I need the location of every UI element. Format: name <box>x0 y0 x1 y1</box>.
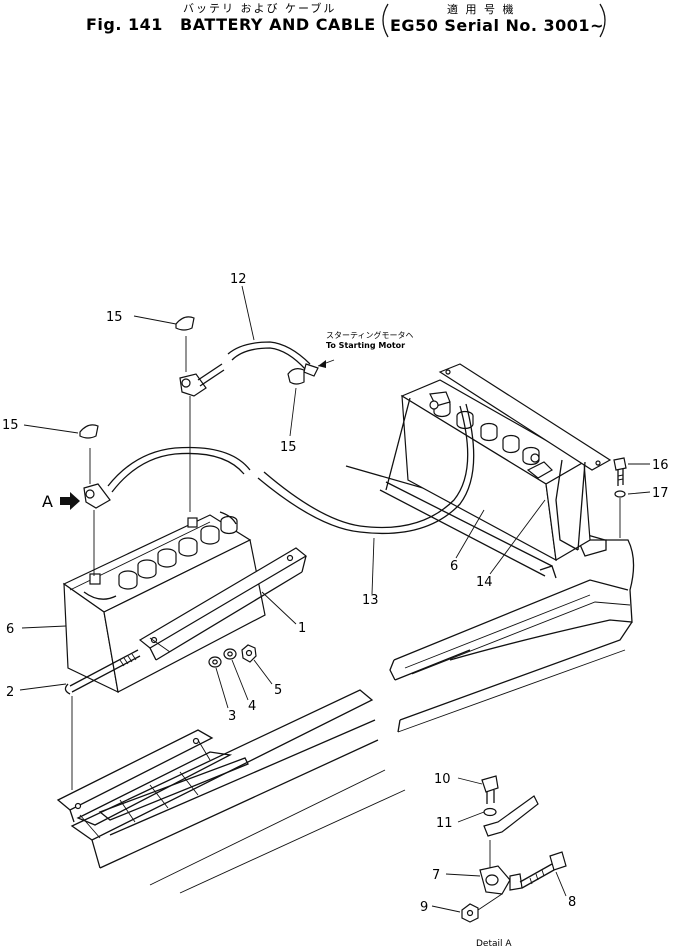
callout-3: 3 <box>228 709 236 724</box>
starting-motor-note: スターティングモータヘ To Starting Motor <box>326 330 414 350</box>
detail-a-marker: A <box>42 492 53 511</box>
applicable-models-jp: 適 用 号 機 <box>447 2 516 16</box>
callout-8: 8 <box>568 895 576 910</box>
callout-9: 9 <box>420 900 428 915</box>
part-callouts: 1 2 3 4 5 6 6 7 8 9 10 11 12 13 14 15 15… <box>2 272 669 915</box>
figure-label: Fig. 141 <box>86 15 163 34</box>
callout-5: 5 <box>274 683 282 698</box>
left-paren <box>382 3 389 38</box>
callout-6-right: 6 <box>450 559 458 574</box>
callout-15-left: 15 <box>2 418 19 433</box>
callout-10: 10 <box>434 772 451 787</box>
starting-motor-note-jp: スターティングモータヘ <box>326 330 414 340</box>
callout-14: 14 <box>476 575 493 590</box>
callout-15-top: 15 <box>106 310 123 325</box>
detail-a-caption: Detail A <box>476 939 512 948</box>
callout-4: 4 <box>248 699 256 714</box>
starting-motor-note-en: To Starting Motor <box>326 341 405 350</box>
callout-11: 11 <box>436 816 453 831</box>
callout-17: 17 <box>652 486 669 501</box>
title-japanese: バッテリ および ケーブル <box>183 1 336 15</box>
bolt-and-washer <box>613 457 627 538</box>
hold-down-assembly <box>64 547 308 790</box>
detail-a-view <box>461 775 567 923</box>
callout-12: 12 <box>230 272 247 287</box>
callout-16: 16 <box>652 458 669 473</box>
right-paren <box>599 3 606 38</box>
leader-lines <box>19 285 651 913</box>
terminal-clamps <box>60 316 305 576</box>
diagram-header: バッテリ および ケーブル Fig. 141 BATTERY AND CABLE… <box>86 1 606 38</box>
figure-title: BATTERY AND CABLE <box>180 15 376 34</box>
callout-2: 2 <box>6 685 14 700</box>
frame-rails <box>56 465 635 894</box>
battery-right <box>379 363 612 579</box>
callout-6-left: 6 <box>6 622 14 637</box>
cables <box>107 341 475 535</box>
callout-15-mid: 15 <box>280 440 297 455</box>
callout-13: 13 <box>362 593 379 608</box>
serial-range: EG50 Serial No. 3001~ <box>390 16 604 35</box>
callout-7: 7 <box>432 868 440 883</box>
callout-1: 1 <box>298 621 306 636</box>
